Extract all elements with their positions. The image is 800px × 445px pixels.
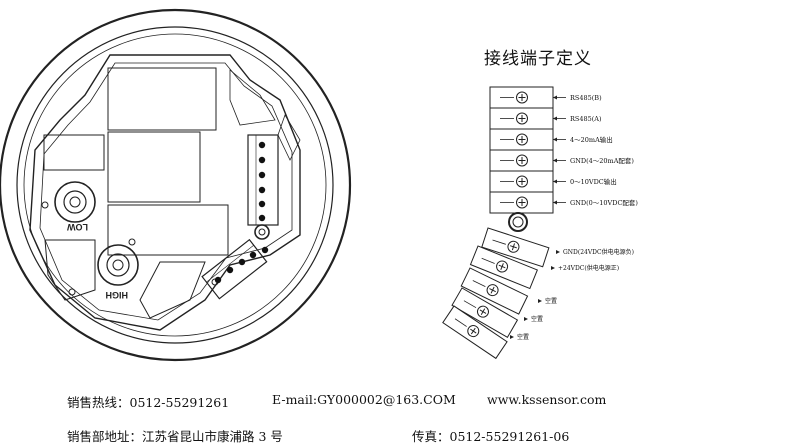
upper-terminal-rows: RS485(B) RS485(A) 4～20mA输出 GND(4～20mA配套) 0～1…	[490, 91, 638, 209]
terminal-row: GND(24VDC供电电源负)	[481, 227, 634, 268]
terminal-row: 0～10VDC输出	[490, 170, 617, 188]
board-terminals-upper	[258, 141, 266, 222]
terminal-row: +24VDC(供电电源正)	[469, 245, 619, 290]
email-address: E-mail:GY000002@163.COM	[272, 392, 456, 407]
fax-number: 传真：0512-55291261-06	[412, 429, 570, 444]
sales-address: 销售部地址：江苏省昆山市康浦路 3 号	[67, 429, 283, 444]
terminal-label: GND(4～20mA配套)	[570, 156, 634, 165]
terminal-row: 空置	[451, 287, 543, 339]
screw-icon	[507, 240, 520, 253]
terminal-label: +24VDC(供电电源正)	[558, 264, 619, 272]
terminal-label: 4～20mA输出	[570, 135, 613, 144]
terminal-row: GND(0～10VDC配套)	[490, 191, 638, 209]
sensor-board-drawing	[0, 8, 352, 362]
terminal-row: RS485(B)	[500, 91, 602, 104]
terminal-label: 空置	[531, 315, 543, 323]
screw-icon	[516, 154, 528, 167]
screw-icon	[496, 260, 509, 273]
website-url: www.kssensor.com	[487, 392, 607, 407]
screw-icon	[516, 112, 528, 125]
terminal-label: 0～10VDC输出	[570, 177, 617, 186]
diagram-title: 接线端子定义	[484, 49, 592, 69]
screw-icon	[516, 196, 528, 209]
terminal-label: 空置	[545, 297, 557, 305]
screw-icon	[467, 325, 480, 338]
low-port-label: LOW	[67, 222, 88, 232]
connector-post	[508, 212, 528, 232]
terminal-row: RS485(A)	[490, 107, 602, 125]
terminal-row: 4～20mA输出	[490, 128, 613, 146]
terminal-label: GND(24VDC供电电源负)	[563, 248, 634, 256]
screw-icon	[516, 91, 528, 104]
screw-icon	[486, 284, 499, 297]
sales-hotline: 销售热线：0512-55291261	[67, 395, 230, 410]
high-port-label: HIGH	[106, 290, 129, 300]
screw-icon	[516, 133, 528, 146]
board-terminals-lower	[214, 246, 269, 284]
screw-icon	[476, 305, 489, 318]
terminal-label: RS485(B)	[570, 94, 602, 102]
terminal-label: GND(0～10VDC配套)	[570, 198, 638, 207]
terminal-label: RS485(A)	[570, 115, 602, 123]
terminal-label: 空置	[517, 333, 529, 341]
terminal-row: 空置	[442, 305, 529, 360]
terminal-row: 空置	[460, 267, 557, 315]
terminal-row: GND(4～20mA配套)	[490, 149, 634, 167]
screw-icon	[516, 175, 528, 188]
